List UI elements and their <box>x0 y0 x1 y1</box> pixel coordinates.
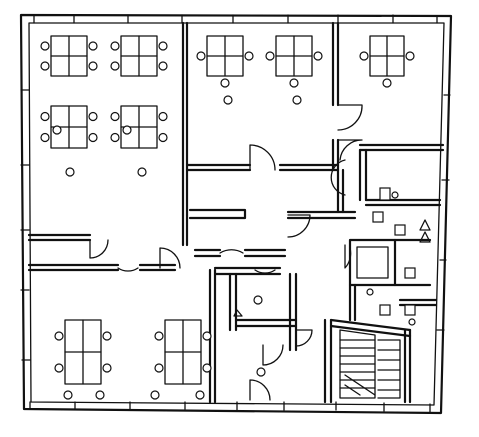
chair <box>110 132 120 143</box>
chair <box>195 390 205 400</box>
chair <box>292 95 302 105</box>
chair <box>110 61 120 71</box>
chair <box>405 51 415 61</box>
desk-group <box>40 35 98 77</box>
chair <box>110 41 120 51</box>
chair <box>54 363 64 373</box>
chair <box>65 167 75 177</box>
chair <box>102 331 112 341</box>
chair <box>196 51 206 61</box>
desk-group <box>265 35 323 88</box>
chair <box>102 363 112 373</box>
desk-group <box>40 105 98 149</box>
chair <box>158 61 168 71</box>
chair <box>158 111 168 122</box>
chair <box>95 390 105 400</box>
desk-group <box>154 319 212 385</box>
misc-fixtures <box>233 295 266 377</box>
chair <box>137 167 147 177</box>
interior-walls <box>27 21 445 404</box>
chair <box>154 331 164 341</box>
chair <box>150 390 160 400</box>
chair <box>265 51 275 61</box>
chair <box>202 363 212 373</box>
chair <box>40 132 50 143</box>
desk-group <box>54 319 112 385</box>
chair <box>158 132 168 143</box>
chair <box>244 51 254 61</box>
desk-group <box>196 35 254 88</box>
chair <box>40 41 50 51</box>
chair <box>122 125 132 135</box>
chair <box>88 61 98 71</box>
staircase <box>339 329 401 399</box>
chair <box>158 41 168 51</box>
chair <box>359 51 369 61</box>
desk-group <box>110 35 168 77</box>
exterior-walls <box>19 13 453 415</box>
desk-group <box>359 35 415 88</box>
chair <box>110 111 120 122</box>
chair <box>88 111 98 122</box>
desk-group <box>110 105 168 149</box>
chair <box>382 78 392 88</box>
chair <box>54 331 64 341</box>
chair <box>52 125 62 135</box>
desk-groups <box>40 35 415 400</box>
chair <box>88 132 98 143</box>
chair <box>88 41 98 51</box>
doors <box>89 104 363 401</box>
chair <box>223 95 233 105</box>
chair <box>40 61 50 71</box>
chair <box>154 363 164 373</box>
toilet-fixtures <box>366 187 431 326</box>
chair <box>202 331 212 341</box>
chair <box>289 78 299 88</box>
chair <box>220 78 230 88</box>
chair <box>63 390 73 400</box>
chair <box>313 51 323 61</box>
chair <box>40 111 50 122</box>
